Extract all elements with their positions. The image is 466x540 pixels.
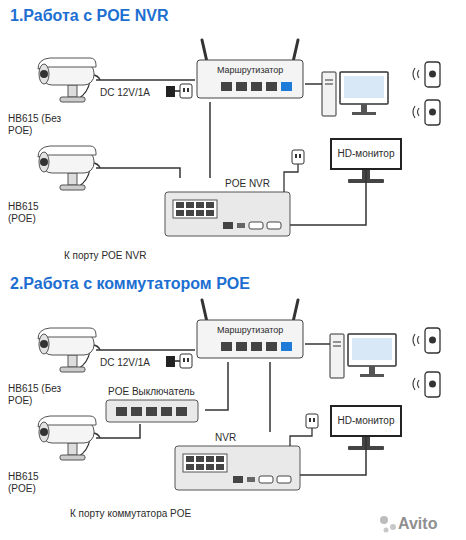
poe-switch-node: POE Выключатель [100, 386, 205, 424]
device-label: HB615 (POE) [8, 471, 64, 495]
device-label: POE NVR [225, 178, 270, 190]
device-label: NVR [215, 432, 236, 444]
section-title: 1.Работа с POE NVR [10, 6, 169, 25]
power-label: DC 12V/1A [100, 357, 150, 369]
camera-node: HB615 (Без POE) [4, 325, 96, 410]
camera-node: HB615 (POE) [4, 143, 96, 228]
screen-label: HD-монитор [332, 415, 400, 427]
device-label: Маршрутизатор [217, 65, 283, 76]
device-label: HB615 (Без POE) [8, 113, 64, 137]
device-label: Маршрутизатор [217, 325, 283, 336]
network-cable [96, 349, 195, 351]
screen-label: HD-монитор [332, 148, 400, 160]
device-label: HB615 (Без POE) [8, 383, 64, 407]
section-title: 2.Работа с коммутатором POE [10, 274, 250, 293]
nvr-node: NVR [175, 432, 300, 492]
network-cable [96, 79, 195, 81]
network-cable [209, 102, 211, 178]
device-label: HB615 (POE) [8, 201, 64, 225]
network-cable [290, 170, 366, 225]
monitor-screen: HD-монитор [330, 138, 402, 170]
device-label: POE Выключатель [108, 386, 195, 398]
monitor-screen: HD-монитор [330, 405, 402, 437]
network-cable [96, 424, 140, 438]
port-note: К порту коммутатора POE [70, 508, 191, 520]
camera-node: HB615 (POE) [4, 413, 96, 500]
router-node: Маршрутизатор [195, 318, 305, 362]
power-label: DC 12V/1A [100, 87, 150, 99]
network-cable [300, 437, 366, 475]
router-node: Маршрутизатор [195, 58, 305, 102]
watermark: Avito [398, 514, 437, 533]
network-cable [205, 362, 228, 410]
network-cable [96, 168, 180, 178]
nvr-node: POE NVR [165, 178, 290, 238]
port-note: К порту POE NVR [64, 250, 146, 262]
network-cable [269, 362, 271, 432]
camera-node: HB615 (Без POE) [4, 55, 96, 140]
